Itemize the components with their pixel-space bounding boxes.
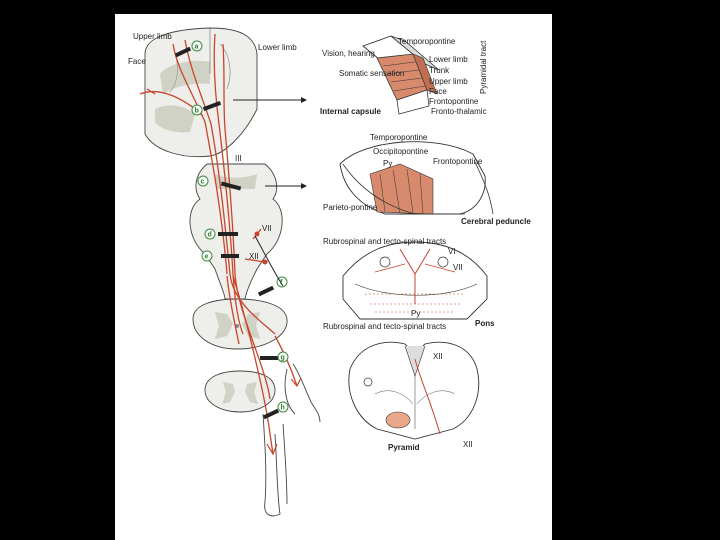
capsule-frontothalamic: Fronto-thalamic <box>431 107 487 116</box>
peduncle-title: Cerebral peduncle <box>461 217 531 226</box>
svg-text:a: a <box>195 44 199 51</box>
capsule-title: Internal capsule <box>320 107 381 116</box>
figure-page: a b c d e f g h Upper limb Lower limb Fa… <box>115 14 552 540</box>
medulla-pyramid: Pyramid <box>388 443 420 452</box>
pyramidal-tract-diagram: a b c d e f g h Upper limb Lower limb Fa… <box>115 14 552 540</box>
capsule-face: Face <box>429 87 447 96</box>
svg-text:d: d <box>208 232 212 239</box>
marker-b: b <box>192 105 202 115</box>
marker-h: h <box>278 402 288 412</box>
label-face: Face <box>128 57 146 66</box>
capsule-somatic-sensation: Somatic sensation <box>339 69 404 78</box>
label-lower-limb: Lower limb <box>258 43 297 52</box>
label-nerve-iii: III <box>235 154 242 163</box>
medulla-diagram <box>349 342 479 439</box>
peduncle-temporopontine: Temporopontine <box>370 133 428 142</box>
pons-diagram <box>343 242 487 319</box>
peduncle-py: Py <box>383 159 392 168</box>
svg-text:e: e <box>205 254 209 261</box>
medulla-rubrospinal: Rubrospinal and tecto-spinal tracts <box>323 322 446 331</box>
medulla-xii-bottom: XII <box>463 440 473 449</box>
pons-py: Py <box>411 309 420 318</box>
marker-c: c <box>198 176 208 186</box>
peduncle-frontopontine: Frontopontine <box>433 157 483 166</box>
capsule-frontopontine: Frontopontine <box>429 97 479 106</box>
medulla-xii-top: XII <box>433 352 443 361</box>
svg-text:h: h <box>281 405 285 412</box>
capsule-upper-limb: Upper limb <box>429 77 468 86</box>
capsule-lower-limb: Lower limb <box>429 55 468 64</box>
pons-vi: VI <box>448 247 456 256</box>
svg-text:b: b <box>195 108 199 115</box>
capsule-temporopontine: Temporopontine <box>398 37 456 46</box>
marker-d: d <box>205 229 215 239</box>
pons-rubrospinal: Rubrospinal and tecto-spinal tracts <box>323 237 446 246</box>
capsule-pyramidal-tract: Pyramidal tract <box>479 40 488 94</box>
svg-text:g: g <box>281 355 285 362</box>
marker-a: a <box>192 41 202 51</box>
pons-vii: VII <box>453 263 463 272</box>
label-nerve-vii: VII <box>262 224 272 233</box>
capsule-trunk: Trunk <box>429 66 450 75</box>
label-nerve-xii: XII <box>249 252 259 261</box>
marker-e: e <box>202 251 212 261</box>
svg-text:c: c <box>201 179 205 186</box>
peduncle-occipitopontine: Occipitopontine <box>373 147 429 156</box>
marker-g: g <box>278 352 288 362</box>
label-upper-limb: Upper limb <box>133 32 172 41</box>
pons-title: Pons <box>475 319 495 328</box>
capsule-vision-hearing: Vision, hearing <box>322 49 375 58</box>
peduncle-parietopontine: Parieto-pontine <box>323 203 378 212</box>
